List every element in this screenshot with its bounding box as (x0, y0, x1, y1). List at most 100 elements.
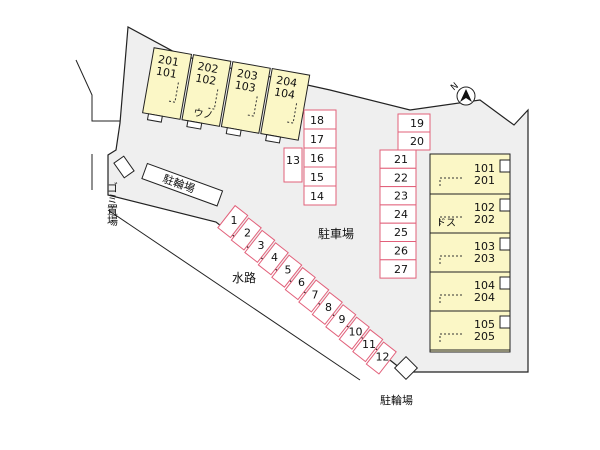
parking-space: 11 (352, 328, 384, 363)
parking-space-number: 11 (362, 338, 376, 351)
bicycle-bottom-label: 駐輪場 (380, 393, 413, 407)
parking-space: 26 (379, 241, 417, 261)
parking-space: 14 (303, 185, 337, 206)
parking-space-number: 15 (310, 171, 324, 184)
parking-space: 19 (397, 113, 431, 133)
garbage-label: ゴミ置場 (106, 181, 119, 227)
parking-space-number: 2 (244, 226, 251, 239)
garbage-area (113, 155, 135, 179)
unit-lower-number: 105 (474, 318, 495, 331)
unit-upper-number: 201 (157, 53, 180, 69)
parking-space: 3 (244, 229, 276, 264)
waterway-line (107, 209, 361, 381)
parking-space-number: 20 (410, 135, 424, 148)
parking-space: 20 (397, 131, 431, 151)
parking-space: 16 (303, 147, 337, 168)
parking-space: 24 (379, 204, 417, 224)
parking-space-number: 8 (325, 301, 332, 314)
parking-space-number: 25 (394, 226, 408, 239)
parking-space-number: 6 (298, 276, 305, 289)
parking-middle: 18 17 16 15 14 (303, 109, 337, 206)
parking-space: 2 (230, 217, 262, 251)
parking-lot-label: 駐車場 (318, 226, 354, 241)
parking-space: 13 (283, 147, 303, 183)
parking-space: 5 (271, 254, 303, 288)
parking-space: 10 (338, 316, 370, 350)
north-arrow-icon: N (449, 81, 476, 106)
right-building-mark: ドス (436, 218, 456, 229)
parking-space-number: 7 (312, 288, 319, 301)
parking-space: 6 (284, 266, 316, 301)
parking-space-number: 23 (394, 190, 408, 203)
parking-space-number: 10 (349, 326, 363, 339)
parking-space: 4 (257, 242, 289, 276)
left-building-mark: ウノ (192, 107, 214, 122)
unit-lower-number: 104 (273, 85, 296, 101)
parking-space: 27 (379, 259, 417, 279)
parking-space: 15 (303, 166, 337, 187)
bicycle-parking-bottom (393, 355, 419, 381)
parking-space: 9 (325, 304, 357, 338)
parking-space: 23 (379, 186, 417, 206)
unit-upper-number: 202 (474, 213, 495, 226)
unit-upper-number: 203 (236, 67, 259, 83)
parking-space: 12 (365, 341, 397, 375)
road-line-top-left (75, 59, 120, 122)
parking-space-number: 22 (394, 171, 408, 184)
parking-space-number: 21 (394, 153, 408, 166)
parking-space-number: 26 (394, 245, 408, 258)
parking-space-number: 14 (310, 190, 324, 203)
unit-lower-number: 101 (155, 65, 178, 81)
unit-lower-number: 101 (474, 162, 495, 175)
parking-single: 13 (283, 147, 303, 183)
parking-space: 8 (311, 291, 343, 326)
parking-space-number: 3 (258, 239, 265, 252)
unit-upper-number: 204 (275, 74, 298, 90)
parking-space-number: 13 (286, 154, 300, 167)
unit-upper-number: 203 (474, 252, 495, 265)
parking-space-number: 19 (410, 117, 424, 130)
parking-space: 22 (379, 167, 417, 188)
parking-space-number: 27 (394, 263, 408, 276)
parking-space: 7 (298, 279, 330, 313)
parking-space-number: 4 (271, 251, 278, 264)
parking-space-number: 18 (310, 114, 324, 127)
parking-space-number: 16 (310, 152, 324, 165)
parking-space: 17 (303, 128, 337, 149)
waterway-label: 水路 (232, 270, 256, 285)
parking-space-number: 5 (285, 264, 292, 277)
unit-upper-number: 205 (474, 330, 495, 343)
unit-lower-number: 104 (474, 279, 495, 292)
parking-space-number: 24 (394, 208, 408, 221)
parking-space: 1 (217, 204, 249, 239)
unit-upper-number: 202 (196, 60, 219, 76)
unit-lower-number: 103 (234, 78, 257, 94)
unit-lower-number: 103 (474, 240, 495, 253)
parking-space-number: 17 (310, 133, 324, 146)
svg-text:N: N (449, 81, 461, 93)
parking-space: 25 (379, 222, 417, 242)
unit-upper-number: 204 (474, 291, 495, 304)
unit-lower-number: 102 (194, 72, 217, 88)
parking-space-number: 1 (231, 214, 238, 227)
unit-lower-number: 102 (474, 201, 495, 214)
parking-space: 18 (303, 109, 337, 130)
parking-space: 21 (379, 149, 417, 169)
parking-space-number: 9 (339, 313, 346, 326)
unit-upper-number: 201 (474, 174, 495, 187)
parking-right: 21 22 23 24 25 26 27 (379, 149, 417, 279)
